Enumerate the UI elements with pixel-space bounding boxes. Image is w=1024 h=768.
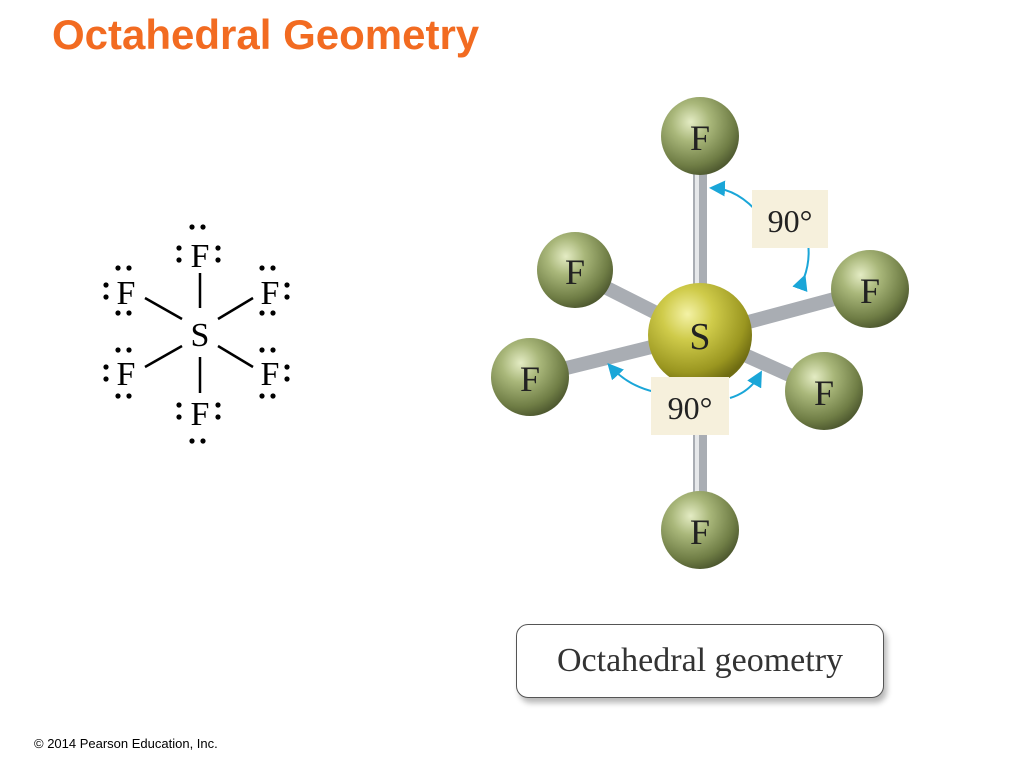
- sulfur-label: S: [689, 316, 710, 358]
- lone-pairs-top: [176, 224, 221, 263]
- lone-pairs-upper-right: [259, 265, 290, 316]
- fluorine-atom-left: [491, 338, 569, 416]
- lewis-bond-lower-left: [144, 344, 183, 369]
- lewis-central-atom: S: [191, 317, 210, 354]
- angle-arrow-bottom-right: [729, 370, 762, 399]
- lewis-bond-upper-right: [217, 296, 254, 321]
- fluorine-atom-lower-right: [785, 352, 863, 430]
- lewis-bond-lower-right: [217, 344, 254, 369]
- angle-arrow-bottom-left: [607, 363, 656, 393]
- lone-pairs-bottom: [176, 402, 221, 444]
- fluorine-label-upper-right: F: [860, 271, 880, 311]
- fluorine-label-left: F: [520, 359, 540, 399]
- lewis-f-upper-right: F: [261, 275, 280, 312]
- lewis-f-upper-left: F: [117, 275, 136, 312]
- fluorine-atom-upper-left: [537, 232, 613, 308]
- fluorine-label-lower-right: F: [814, 373, 834, 413]
- caption-box: Octahedral geometry: [516, 624, 884, 698]
- lone-pairs-lower-left: [103, 347, 132, 399]
- sulfur-atom: [648, 283, 752, 387]
- lewis-f-bottom: F: [191, 396, 210, 433]
- angle-label-top: 90°: [768, 203, 813, 239]
- caption-text: Octahedral geometry: [556, 642, 844, 679]
- fluorine-atom-bottom: [661, 491, 739, 569]
- angle-label-box-top: [752, 190, 828, 248]
- lewis-f-lower-right: F: [261, 356, 280, 393]
- slide-title: Octahedral Geometry: [52, 11, 480, 58]
- ball-and-stick-model: F S F F F F F 90° 90°: [491, 97, 909, 569]
- lewis-f-lower-left: F: [117, 356, 136, 393]
- angle-label-bottom: 90°: [668, 390, 713, 426]
- lewis-f-top: F: [191, 238, 210, 275]
- lewis-structure: S F F F F F: [103, 224, 290, 444]
- copyright-notice: © 2014 Pearson Education, Inc.: [34, 736, 218, 751]
- lewis-bond-upper-left: [144, 296, 183, 321]
- fluorine-atom-top: [661, 97, 739, 175]
- fluorine-label-bottom: F: [690, 512, 710, 552]
- fluorine-label-top: F: [690, 118, 710, 158]
- fluorine-atom-upper-right: [831, 250, 909, 328]
- angle-label-box-bottom: [651, 377, 729, 435]
- lone-pairs-upper-left: [103, 265, 132, 316]
- lone-pairs-lower-right: [259, 347, 290, 399]
- fluorine-label-upper-left: F: [565, 252, 585, 292]
